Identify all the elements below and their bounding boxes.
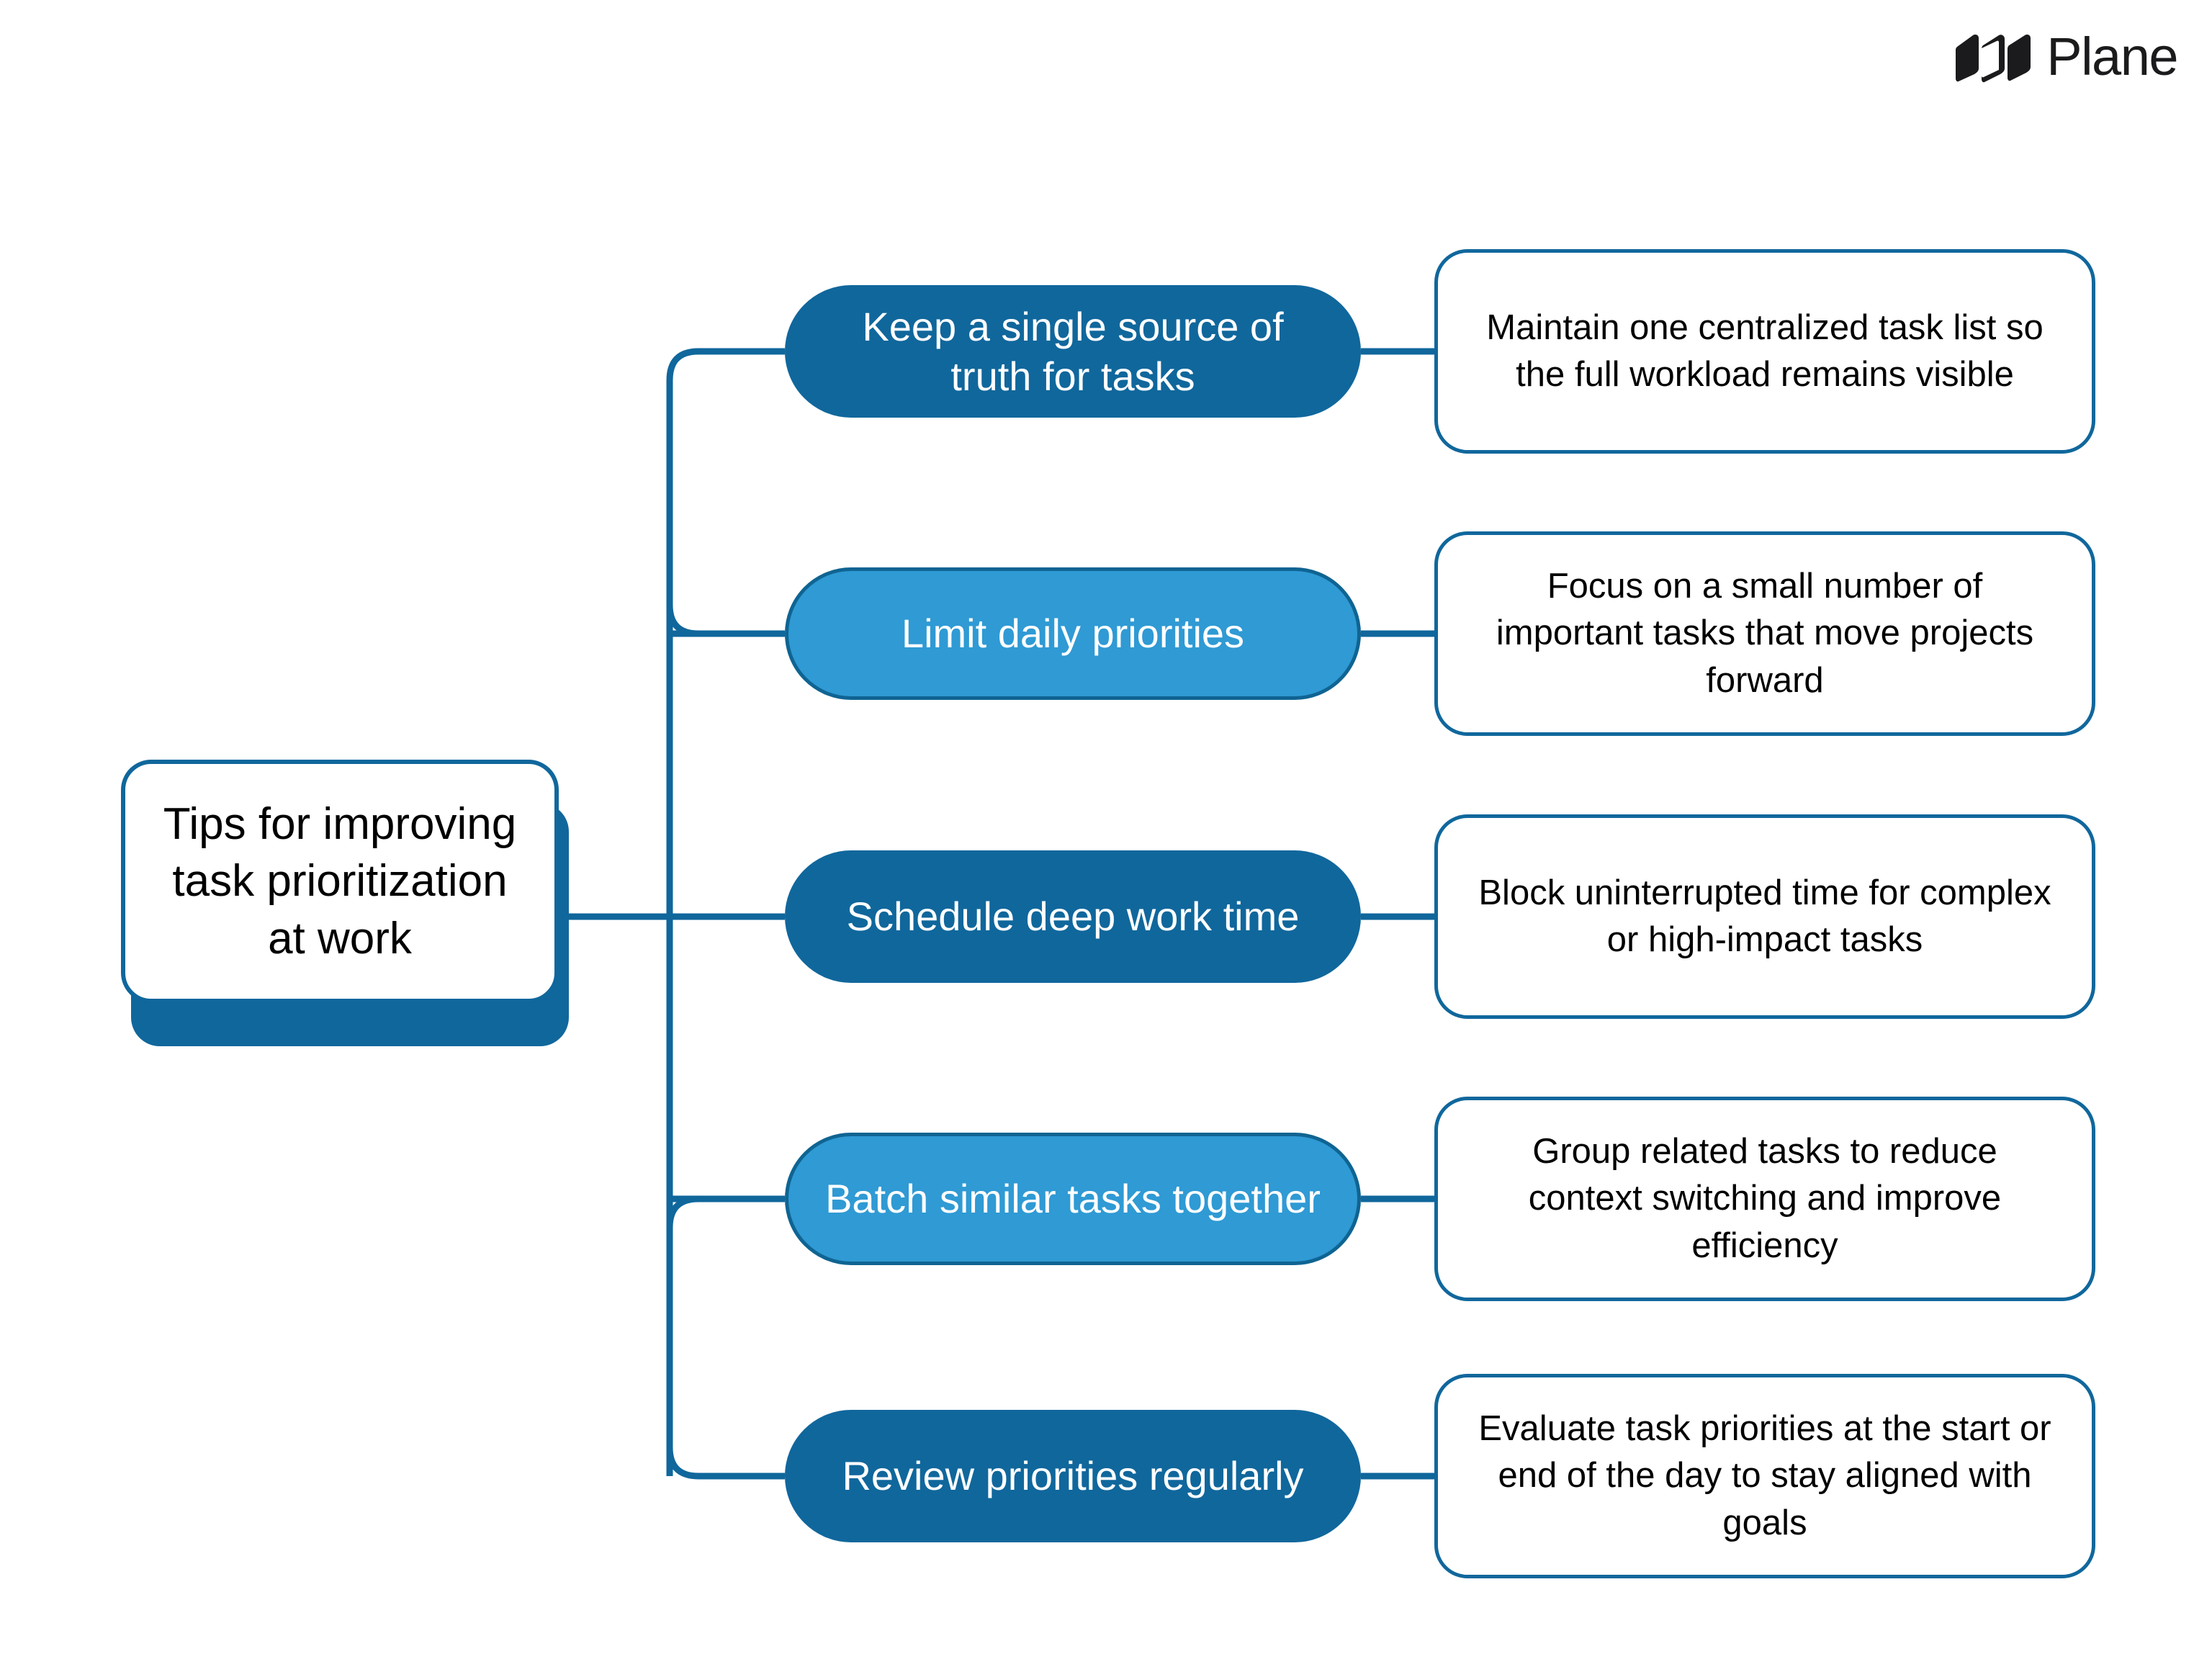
branch-description-card-2[interactable]: Focus on a small number of important tas… (1434, 531, 2095, 736)
branch-node-2[interactable]: Limit daily priorities (785, 567, 1361, 700)
brand-wordmark: Plane (2046, 27, 2178, 86)
branch-description-2-text: Focus on a small number of important tas… (1496, 567, 2034, 700)
branch-description-card-1[interactable]: Maintain one centralized task list so th… (1434, 249, 2095, 454)
branch-description-3-text: Block uninterrupted time for complex or … (1478, 873, 2051, 959)
branch-node-1-label: Keep a single source of truth for tasks (862, 303, 1284, 399)
branch-node-3-label: Schedule deep work time (846, 894, 1300, 940)
branch-node-4[interactable]: Batch similar tasks together (785, 1133, 1361, 1265)
branch-node-1[interactable]: Keep a single source of truth for tasks (785, 285, 1361, 418)
branch-description-5-text: Evaluate task priorities at the start or… (1478, 1409, 2051, 1542)
branch-description-4-text: Group related tasks to reduce context sw… (1528, 1132, 2002, 1265)
plane-logo-icon (1956, 35, 2031, 83)
branch-node-5-label: Review priorities regularly (842, 1453, 1304, 1499)
branch-node-3[interactable]: Schedule deep work time (785, 850, 1361, 983)
brand-logo: Plane (1956, 27, 2178, 86)
root-node-label: Tips for improving task prioritization a… (163, 799, 517, 963)
root-node-panel: Tips for improving task prioritization a… (121, 760, 559, 1003)
branch-description-card-3[interactable]: Block uninterrupted time for complex or … (1434, 814, 2095, 1019)
branch-description-card-4[interactable]: Group related tasks to reduce context sw… (1434, 1097, 2095, 1301)
branch-description-1-text: Maintain one centralized task list so th… (1486, 307, 2044, 394)
branch-node-5[interactable]: Review priorities regularly (785, 1410, 1361, 1542)
branch-description-card-5[interactable]: Evaluate task priorities at the start or… (1434, 1374, 2095, 1578)
root-node[interactable]: Tips for improving task prioritization a… (121, 760, 569, 1048)
branch-node-2-label: Limit daily priorities (901, 611, 1245, 657)
branch-node-4-label: Batch similar tasks together (825, 1176, 1321, 1222)
